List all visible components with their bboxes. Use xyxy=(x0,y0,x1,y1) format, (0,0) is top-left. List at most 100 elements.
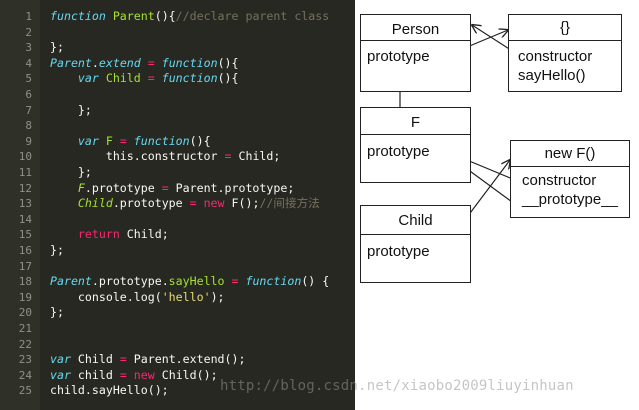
code-token: Parent xyxy=(50,274,92,289)
code-token: function xyxy=(245,274,302,289)
code-token: //declare parent class xyxy=(175,9,330,23)
line-number: 22 xyxy=(18,337,32,351)
code-text: console.log('hello'); xyxy=(50,290,225,306)
code-token: child.sayHello(); xyxy=(50,383,169,398)
code-token: var xyxy=(50,352,71,367)
code-token: Parent xyxy=(50,55,92,70)
line-number: 14 xyxy=(18,212,32,226)
line-number: 15 xyxy=(18,228,32,242)
code-token: F xyxy=(77,180,85,195)
line-number: 17 xyxy=(18,259,32,273)
new-f-divider xyxy=(511,166,629,167)
line-number: 9 xyxy=(25,134,32,148)
code-token: Child(); xyxy=(154,367,218,382)
code-token: = xyxy=(112,133,134,148)
code-token xyxy=(106,9,113,23)
person-title: Person xyxy=(391,21,440,38)
code-token: (){ xyxy=(217,71,239,86)
new-f-constructor: constructor xyxy=(522,172,597,189)
code-token: child xyxy=(70,367,120,382)
code-token: . xyxy=(91,55,99,70)
line-number: 11 xyxy=(18,166,32,179)
prototype-object-sayhello: sayHello() xyxy=(518,67,586,84)
code-line: 7 }; xyxy=(0,103,355,119)
code-token: }; xyxy=(50,305,64,320)
code-token: Child; xyxy=(231,149,281,164)
line-number: 19 xyxy=(18,290,32,304)
line-number: 1 xyxy=(25,10,32,23)
line-number: 5 xyxy=(25,72,32,86)
prototype-object-constructor: constructor xyxy=(518,48,593,65)
line-number-gutter xyxy=(0,0,40,410)
line-number: 6 xyxy=(25,88,32,101)
code-token xyxy=(127,368,134,382)
code-text: var F = function(){ xyxy=(50,134,211,150)
code-text: F.prototype = Parent.prototype; xyxy=(50,181,294,197)
line-number: 2 xyxy=(25,25,32,39)
new-f-proto: __prototype__ xyxy=(522,191,618,208)
code-token: = xyxy=(140,71,162,86)
code-line: 14 xyxy=(0,212,355,228)
code-token: var xyxy=(77,71,99,86)
line-number: 4 xyxy=(25,56,32,70)
code-token xyxy=(50,181,78,195)
code-line: 22 xyxy=(0,337,355,353)
code-token xyxy=(99,71,106,85)
code-token: Child; xyxy=(119,227,169,242)
code-token xyxy=(50,71,78,85)
code-token: }; xyxy=(50,40,64,55)
code-line: 6 xyxy=(0,87,355,103)
code-text: var Child = function(){ xyxy=(50,71,239,87)
code-text: Child.prototype = new F();//间接方法 xyxy=(50,196,320,212)
code-token: this.constructor xyxy=(50,149,225,164)
code-text: }; xyxy=(50,243,64,259)
code-token: }; xyxy=(50,102,92,117)
f-box: F prototype xyxy=(360,107,471,183)
code-text: var child = new Child(); xyxy=(50,368,218,384)
code-token: console.log( xyxy=(50,289,162,304)
code-line: 3}; xyxy=(0,40,355,56)
code-token: = xyxy=(224,149,232,164)
f-title: F xyxy=(410,114,421,131)
code-token: //间接方法 xyxy=(259,196,320,211)
code-line: 21 xyxy=(0,321,355,337)
code-token xyxy=(50,134,78,148)
f-divider xyxy=(361,134,470,135)
child-prototype-field: prototype xyxy=(367,243,430,260)
code-text: }; xyxy=(50,305,64,321)
code-text: }; xyxy=(50,103,92,119)
f-prototype-field: prototype xyxy=(367,143,430,160)
line-number: 12 xyxy=(18,181,32,195)
person-box: Person prototype xyxy=(360,14,471,92)
code-token: new xyxy=(203,196,225,211)
code-text: Parent.prototype.sayHello = function() { xyxy=(50,274,329,290)
code-token: = xyxy=(140,55,162,70)
code-token: .prototype xyxy=(84,180,162,195)
code-text: child.sayHello(); xyxy=(50,383,169,399)
code-token: var xyxy=(50,367,71,382)
code-token: = xyxy=(119,367,127,382)
code-editor: 1 function Parent (){ //declare parent clas… xyxy=(0,0,355,410)
code-line: 8 xyxy=(0,118,355,134)
code-line: 13 Child.prototype = new F();//间接方法 xyxy=(0,196,355,212)
code-token: (){ xyxy=(189,133,211,148)
line-number: 13 xyxy=(18,197,32,211)
code-token: (){ xyxy=(217,55,239,70)
code-line: 19 console.log('hello'); xyxy=(0,290,355,306)
code-token: sayHello xyxy=(168,274,225,289)
code-token: var xyxy=(77,133,99,148)
new-f-box: new F() constructor __prototype__ xyxy=(510,140,630,218)
line-number: 23 xyxy=(18,353,32,367)
code-token: F(); xyxy=(224,196,260,211)
code-token: Child xyxy=(70,352,120,367)
new-f-title: new F() xyxy=(544,145,596,162)
prototype-object-title: {} xyxy=(559,19,571,36)
prototype-diagram: Person prototype {} constructor sayHello… xyxy=(355,0,639,410)
code-token: Child xyxy=(105,71,141,86)
code-token: return xyxy=(77,227,120,242)
code-token: ); xyxy=(210,289,225,304)
